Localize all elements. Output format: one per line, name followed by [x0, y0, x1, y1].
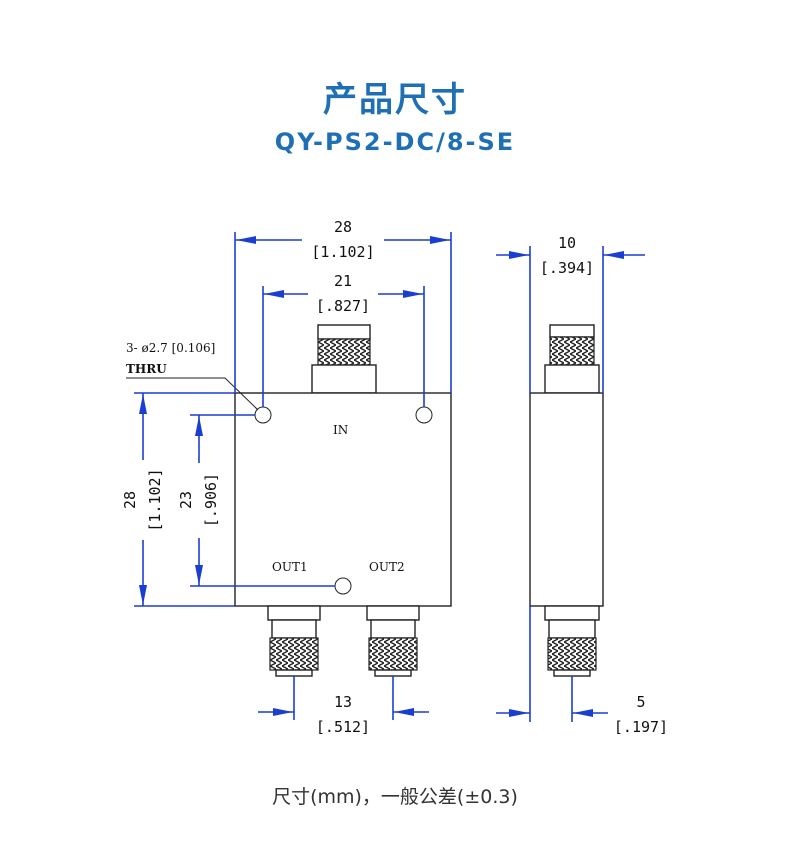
- side-bottom-connector: [544, 605, 600, 677]
- width-dimension: 28 [1.102]: [234, 218, 452, 393]
- thickness-dimension: 10 [.394]: [496, 234, 645, 393]
- width-inch: [1.102]: [311, 243, 374, 261]
- hole-span-dimension: 21 [.827]: [262, 272, 425, 407]
- side-top-connector: [544, 324, 600, 394]
- width-mm: 28: [334, 218, 352, 236]
- height-mm: 28: [121, 491, 139, 509]
- offset-inch: [.197]: [614, 718, 668, 736]
- hole-note-thru: THRU: [126, 362, 167, 376]
- out-spacing-mm: 13: [334, 693, 352, 711]
- port-out1-label: OUT1: [272, 560, 308, 574]
- height-inch: [1.102]: [146, 468, 164, 531]
- out1-connector: [267, 605, 321, 677]
- hole-vertical-inch: [.906]: [202, 473, 220, 527]
- hole-note-leader: [126, 377, 259, 411]
- side-body: [529, 392, 604, 607]
- hole-span-inch: [.827]: [316, 297, 370, 315]
- height-dimension: 28 [1.102]: [121, 392, 235, 607]
- port-in-label: IN: [333, 423, 348, 437]
- side-view: 10 [.394] 5 [.197]: [496, 234, 668, 736]
- hole-vertical-dimension: 23 [.906]: [177, 414, 335, 587]
- out2-connector: [366, 605, 420, 677]
- port-out2-label: OUT2: [369, 560, 405, 574]
- hole-span-mm: 21: [334, 272, 352, 290]
- page-title: 产品尺寸: [323, 80, 467, 120]
- hole-note: 3- ø2.7 [0.106]: [126, 341, 215, 355]
- in-connector: [311, 324, 377, 394]
- front-view: IN OUT1 OUT2 3- ø2.7 [0.106] THRU 28 [1.…: [121, 218, 452, 736]
- offset-dimension: 5 [.197]: [496, 606, 668, 736]
- offset-mm: 5: [636, 693, 645, 711]
- tolerance-note: 尺寸(mm)，一般公差(±0.3): [272, 786, 518, 808]
- splitter-body: [234, 392, 452, 607]
- out-spacing-dimension: 13 [.512]: [258, 676, 429, 736]
- hole-vertical-mm: 23: [177, 491, 195, 509]
- thickness-inch: [.394]: [540, 259, 594, 277]
- thickness-mm: 10: [558, 234, 576, 252]
- model-number: QY-PS2-DC/8-SE: [274, 128, 516, 156]
- out-spacing-inch: [.512]: [316, 718, 370, 736]
